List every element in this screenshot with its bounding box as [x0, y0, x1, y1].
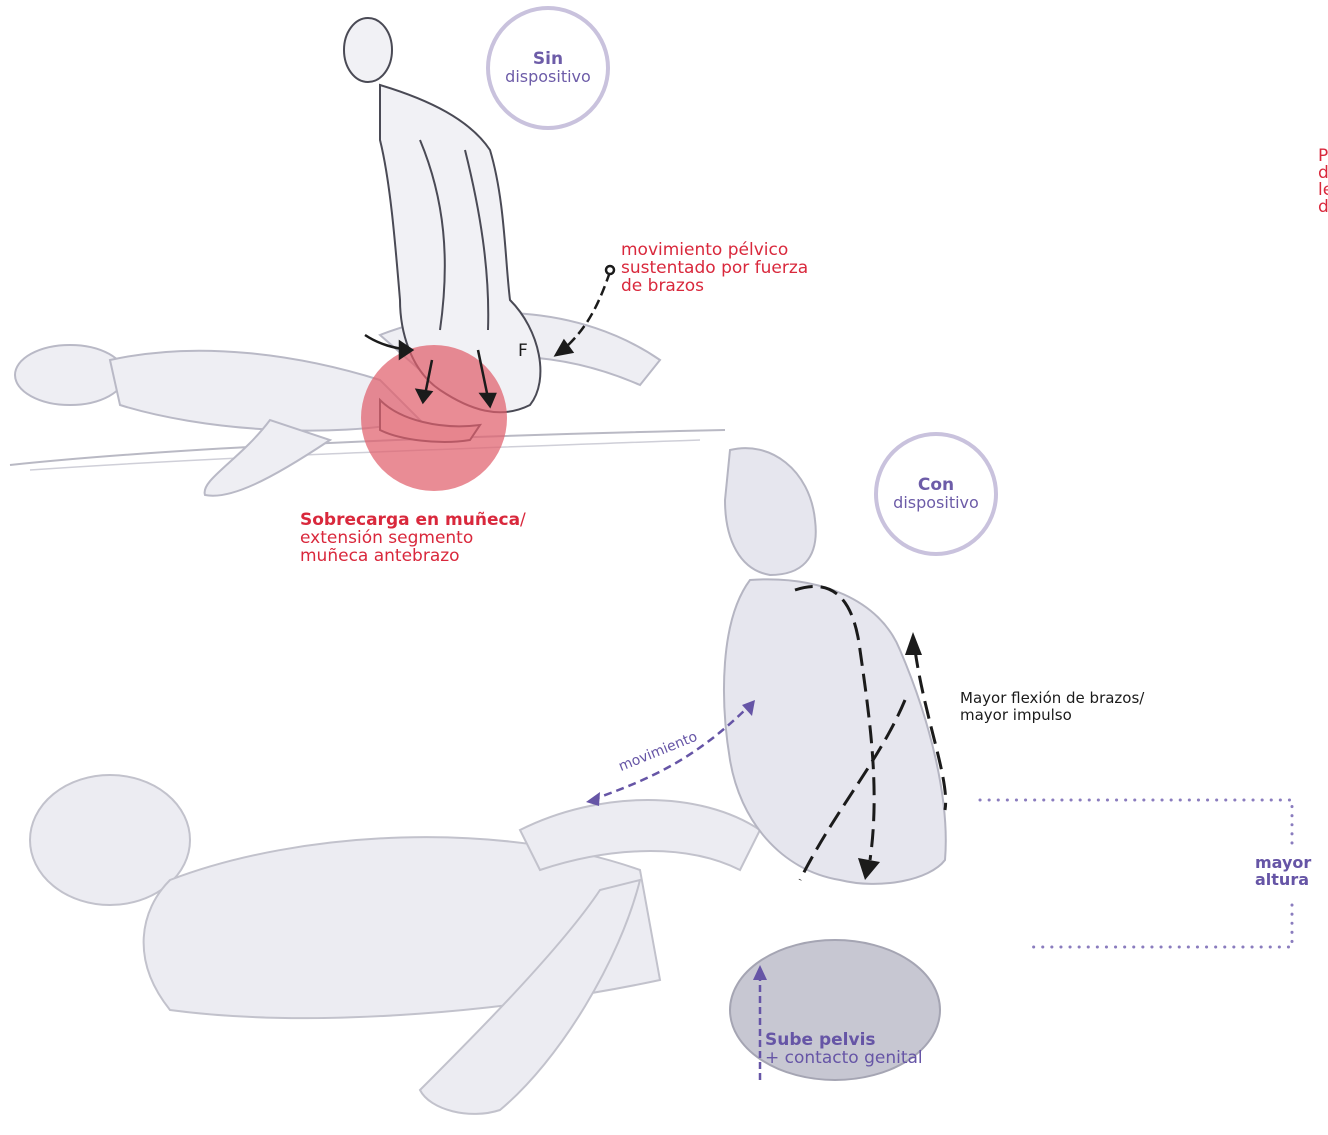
overload-line: extensión segmento: [300, 530, 526, 548]
pelvic-note-line: de brazos: [621, 278, 808, 296]
circle-bold-label: Sin: [533, 51, 563, 69]
pelvic-note: movimiento pélvico sustentado por fuerza…: [621, 242, 808, 296]
circle-label: dispositivo: [893, 495, 979, 512]
arm-arrow-up: [905, 632, 922, 655]
pelvis-subtitle: + contacto genital: [765, 1050, 923, 1068]
height-bracket: [980, 800, 1292, 947]
arms-note: Mayor flexión de brazos/ mayor impulso: [960, 690, 1144, 723]
height-label-line: altura: [1255, 872, 1311, 889]
arms-note-line: mayor impulso: [960, 707, 1144, 724]
overload-disk: [361, 345, 507, 491]
height-label: mayor altura: [1255, 855, 1311, 889]
circle-label: dispositivo: [505, 69, 591, 86]
arms-note-line: Mayor flexión de brazos/: [960, 690, 1144, 707]
overload-title: Sobrecarga en muñeca: [300, 510, 520, 530]
circle-bold-label: Con: [918, 477, 954, 495]
overload-line: muñeca antebrazo: [300, 548, 526, 566]
pelvic-note-line: sustentado por fuerza: [621, 260, 808, 278]
bottom-lying-person: [30, 775, 760, 1114]
cut-off-note: P d le d: [1318, 148, 1328, 216]
without-device-circle: Sin dispositivo: [486, 6, 610, 130]
overload-slash: /: [520, 510, 526, 530]
cut-off-line: d: [1318, 199, 1328, 216]
force-label: F: [518, 343, 528, 360]
with-device-circle: Con dispositivo: [874, 432, 998, 556]
overload-caption: Sobrecarga en muñeca/ extensión segmento…: [300, 512, 526, 566]
pelvis-caption: Sube pelvis + contacto genital: [765, 1032, 923, 1068]
